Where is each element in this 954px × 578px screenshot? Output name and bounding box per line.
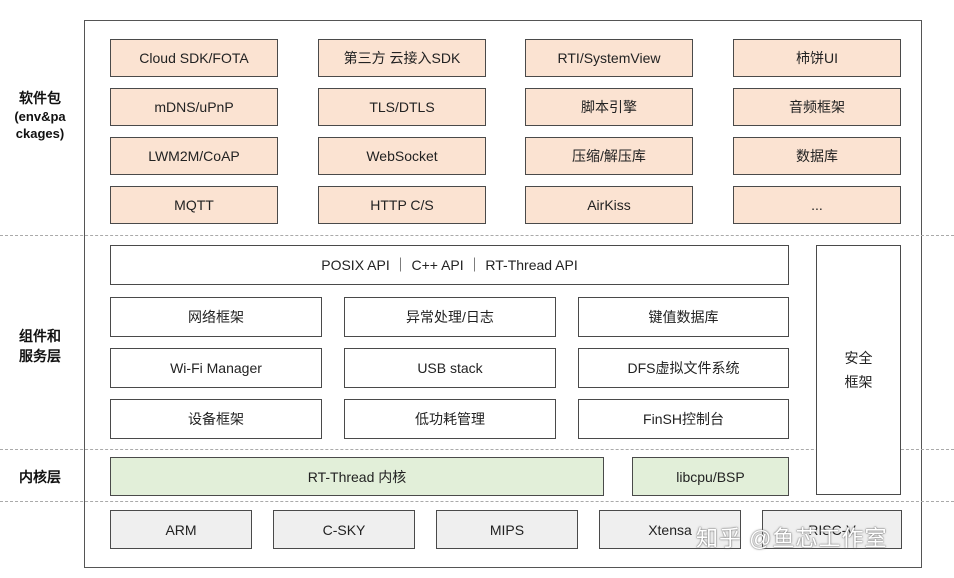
service-box: 低功耗管理: [344, 399, 556, 439]
service-box: 键值数据库: [578, 297, 789, 337]
architecture-frame: [84, 20, 922, 568]
service-box: USB stack: [344, 348, 556, 388]
package-box: LWM2M/CoAP: [110, 137, 278, 175]
security-label-line: 安全: [844, 350, 873, 366]
service-box: 网络框架: [110, 297, 322, 337]
service-box: 设备框架: [110, 399, 322, 439]
package-box: TLS/DTLS: [318, 88, 486, 126]
package-box: WebSocket: [318, 137, 486, 175]
package-box: AirKiss: [525, 186, 693, 224]
package-box: mDNS/uPnP: [110, 88, 278, 126]
rt-thread-kernel-box: RT-Thread 内核: [110, 457, 604, 496]
package-box: RTI/SystemView: [525, 39, 693, 77]
arch-box: C-SKY: [273, 510, 415, 549]
service-box: Wi-Fi Manager: [110, 348, 322, 388]
service-box: DFS虚拟文件系统: [578, 348, 789, 388]
libcpu-bsp-box: libcpu/BSP: [632, 457, 789, 496]
package-box: Cloud SDK/FOTA: [110, 39, 278, 77]
security-framework-box: 安全 框架: [816, 245, 901, 495]
package-box: ...: [733, 186, 901, 224]
package-box: 音频框架: [733, 88, 901, 126]
arch-box: Xtensa: [599, 510, 741, 549]
security-label-line: 框架: [844, 374, 873, 390]
arch-box: RISC-V: [762, 510, 902, 549]
arch-box: MIPS: [436, 510, 578, 549]
api-bar: POSIX API ｜ C++ API ｜ RT-Thread API: [110, 245, 789, 285]
service-box: 异常处理/日志: [344, 297, 556, 337]
layer-divider-packages: [0, 235, 954, 236]
watermark-text: 知乎 @鱼芯工作室: [696, 526, 888, 551]
package-box: MQTT: [110, 186, 278, 224]
layer-divider-kernel: [0, 501, 954, 502]
package-box: 压缩/解压库: [525, 137, 693, 175]
layer-divider-services: [0, 449, 954, 450]
arch-box: ARM: [110, 510, 252, 549]
package-box: 脚本引擎: [525, 88, 693, 126]
package-box: 柿饼UI: [733, 39, 901, 77]
services-layer-label: 组件和 服务层: [19, 328, 61, 364]
packages-layer-label: 软件包 (env&pa ckages): [14, 90, 66, 141]
package-box: 数据库: [733, 137, 901, 175]
package-box: 第三方 云接入SDK: [318, 39, 486, 77]
package-box: HTTP C/S: [318, 186, 486, 224]
service-box: FinSH控制台: [578, 399, 789, 439]
kernel-layer-label: 内核层: [19, 469, 61, 485]
